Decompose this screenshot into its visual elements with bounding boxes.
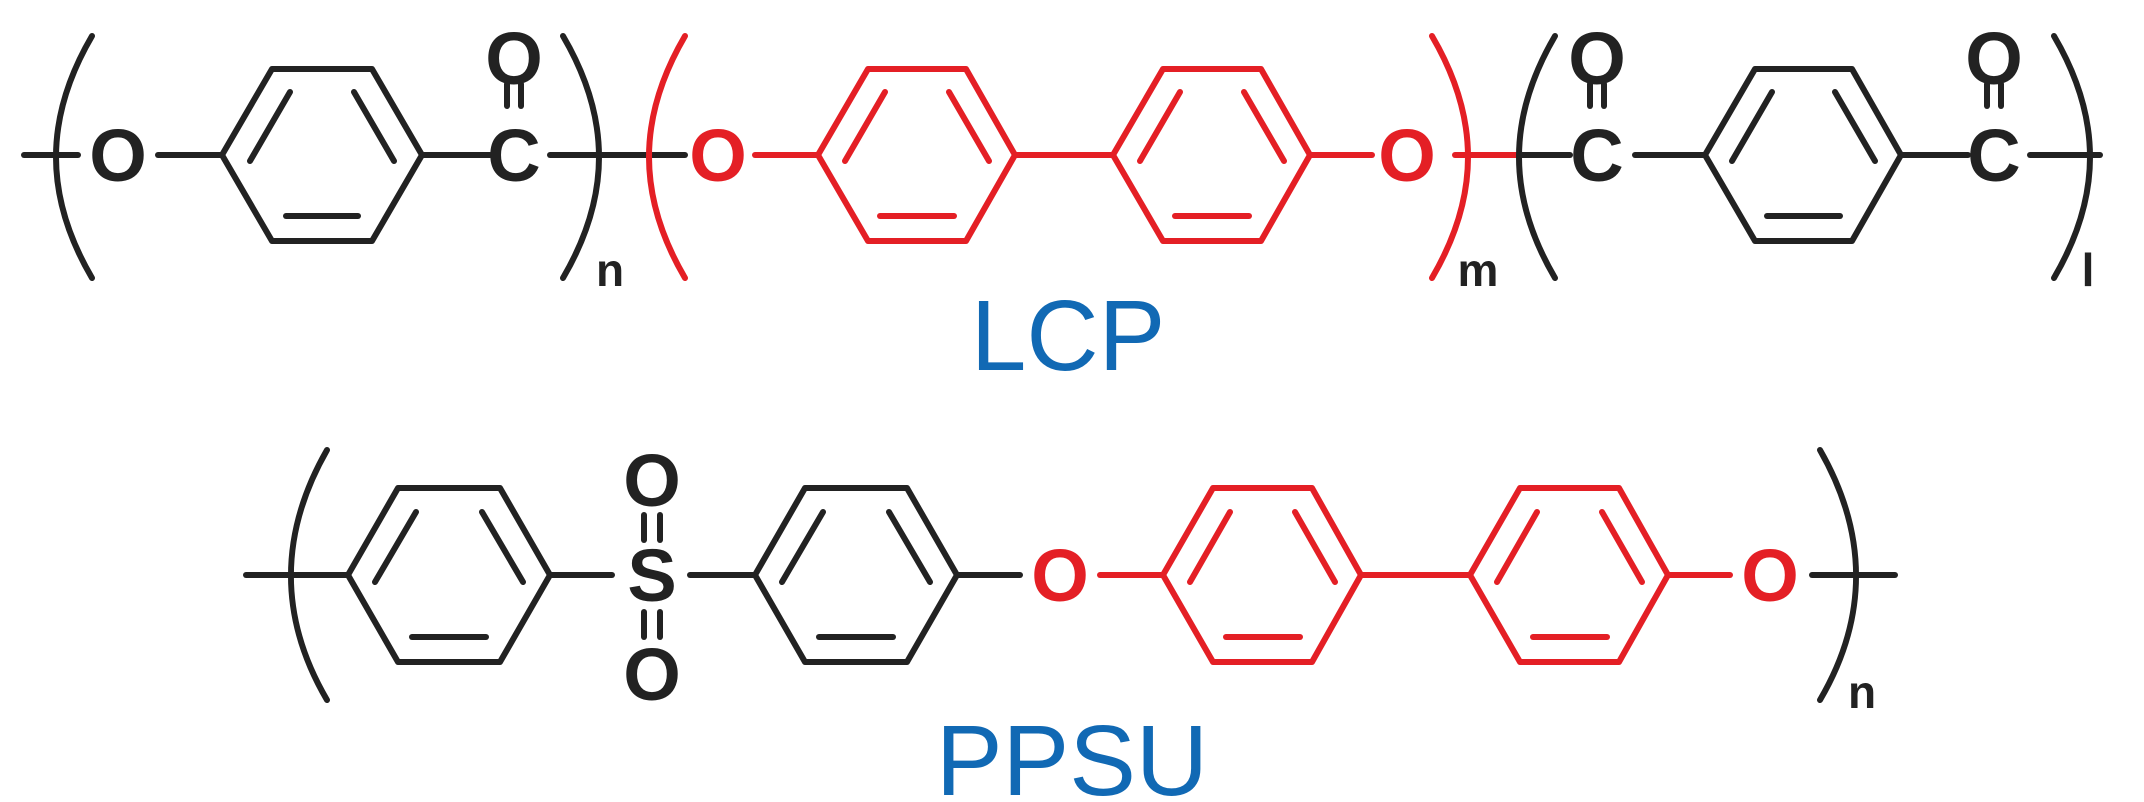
ppsu-sulfonyl-oxygen-bottom: O <box>623 633 681 716</box>
ppsu-sulfonyl-oxygen-top: O <box>623 439 681 522</box>
lcp-carbonyl-oxygen-2: O <box>1568 17 1626 100</box>
lcp-carbonyl-oxygen-1: O <box>485 17 543 100</box>
lcp-oxygen-3: O <box>1378 114 1436 197</box>
ppsu-ether-oxygen-1: O <box>1031 534 1089 617</box>
ppsu-end-segment <box>1809 447 1898 703</box>
lcp-subscript-m: m <box>1458 244 1499 296</box>
lcp-subscript-l: l <box>2082 244 2095 296</box>
lcp-name-label: LCP <box>971 280 1166 392</box>
ppsu-subscript-n: n <box>1848 666 1876 718</box>
lcp-carbonyl-carbon-1: C <box>487 114 540 197</box>
ppsu-structure: S O O O O n PPSU <box>243 439 1898 802</box>
lcp-unit-n <box>21 33 688 281</box>
ppsu-sulfur: S <box>627 534 676 617</box>
lcp-unit-l <box>1516 33 2103 281</box>
ppsu-black-segment <box>243 447 1023 703</box>
lcp-carbonyl-carbon-2: C <box>1570 114 1623 197</box>
lcp-carbonyl-oxygen-3: O <box>1965 17 2023 100</box>
ppsu-red-segment <box>1097 485 1733 665</box>
ppsu-name-label: PPSU <box>936 705 1208 802</box>
lcp-oxygen-1: O <box>89 114 147 197</box>
lcp-carbonyl-carbon-3: C <box>1967 114 2020 197</box>
lcp-oxygen-2: O <box>689 114 747 197</box>
lcp-subscript-n: n <box>596 244 624 296</box>
ppsu-ether-oxygen-2: O <box>1741 534 1799 617</box>
lcp-unit-m <box>646 33 1523 281</box>
lcp-structure: O C O O O C O C O n m l LCP <box>21 17 2103 392</box>
